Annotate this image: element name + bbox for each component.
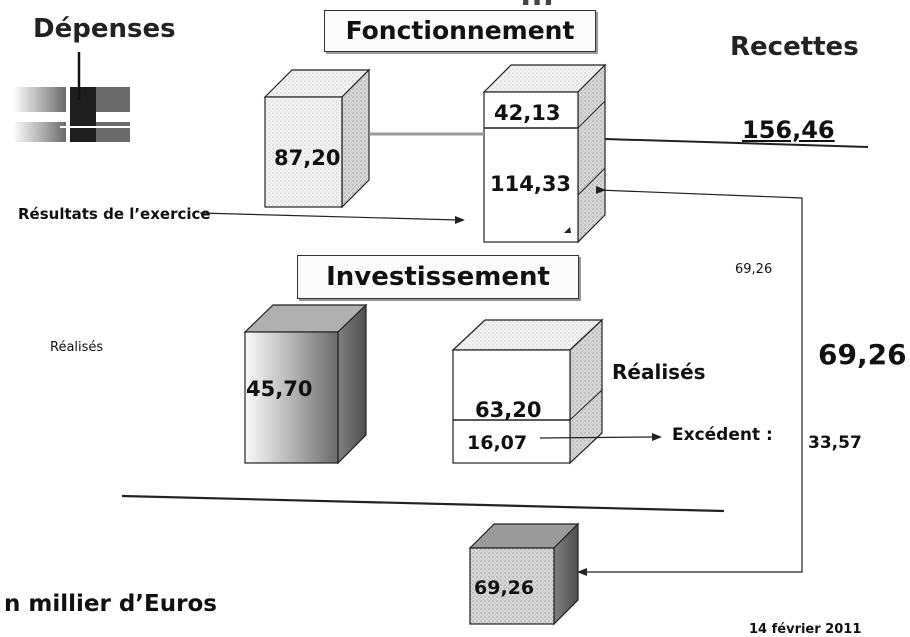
header-depenses: Dépenses: [33, 14, 176, 44]
invest-depenses-value: 45,70: [246, 377, 313, 401]
invest-recettes-bottom-value: 16,07: [467, 432, 528, 454]
invest-depenses-label: Réalisés: [50, 340, 104, 355]
transfer-value-small: 69,26: [735, 262, 773, 277]
fonct-recettes-top-value: 42,13: [494, 101, 561, 125]
fonct-depenses-value: 87,20: [274, 146, 341, 170]
depenses-icon: [14, 52, 130, 142]
cube-fonct-recettes: [482, 63, 607, 244]
invest-recettes-top-value: 63,20: [475, 398, 542, 422]
transfer-value-large: 69,26: [818, 338, 907, 371]
cube-result: [468, 522, 580, 626]
invest-recettes-label: Réalisés: [612, 360, 706, 384]
arrow-heads: [455, 186, 662, 576]
excedent-label: Excédent :: [672, 425, 773, 445]
header-fonctionnement: Fonctionnement: [324, 10, 596, 52]
fonct-recettes-total: 156,46: [742, 116, 835, 144]
connector-lines: [121, 132, 869, 573]
title-fragment: ...: [520, 0, 554, 13]
excedent-value: 33,57: [808, 433, 862, 453]
unit-label: n millier d’Euros: [4, 591, 217, 617]
fonct-recettes-bottom-value: 114,33: [490, 172, 572, 196]
date-label: 14 février 2011: [749, 622, 862, 637]
header-investissement: Investissement: [297, 255, 579, 299]
result-value: 69,26: [474, 577, 535, 599]
resultats-label: Résultats de l’exercice: [18, 205, 211, 223]
header-recettes: Recettes: [730, 32, 859, 62]
cube-invest-recettes: [451, 318, 604, 465]
cube-invest-depenses: [243, 303, 368, 465]
cube-fonct-depenses: [263, 68, 371, 209]
